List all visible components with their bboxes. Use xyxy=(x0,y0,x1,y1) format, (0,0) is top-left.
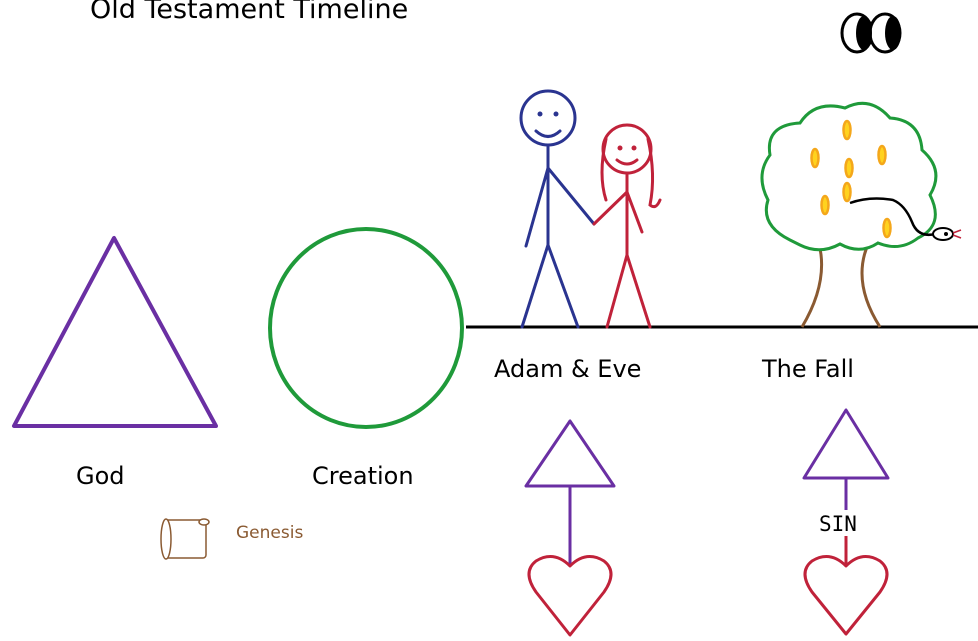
label-adam-eve: Adam & Eve xyxy=(494,355,642,383)
label-sin: SIN xyxy=(818,512,858,536)
label-creation: Creation xyxy=(312,462,414,490)
adam-figure xyxy=(519,89,596,329)
scroll-icon[interactable] xyxy=(160,518,210,560)
eyes-icon[interactable] xyxy=(840,12,902,54)
relationship-diagram-fall xyxy=(802,408,890,636)
relationship-diagram-adam-eve xyxy=(524,419,616,637)
serpent-icon xyxy=(849,197,962,241)
creation-circle xyxy=(268,227,464,429)
tree-icon xyxy=(760,101,938,328)
eve-figure xyxy=(592,123,662,329)
page-title: Old Testament Timeline xyxy=(90,0,409,25)
genesis-link[interactable]: Genesis xyxy=(236,523,304,543)
label-god: God xyxy=(76,462,125,490)
god-triangle xyxy=(12,236,218,428)
label-the-fall: The Fall xyxy=(762,355,854,383)
